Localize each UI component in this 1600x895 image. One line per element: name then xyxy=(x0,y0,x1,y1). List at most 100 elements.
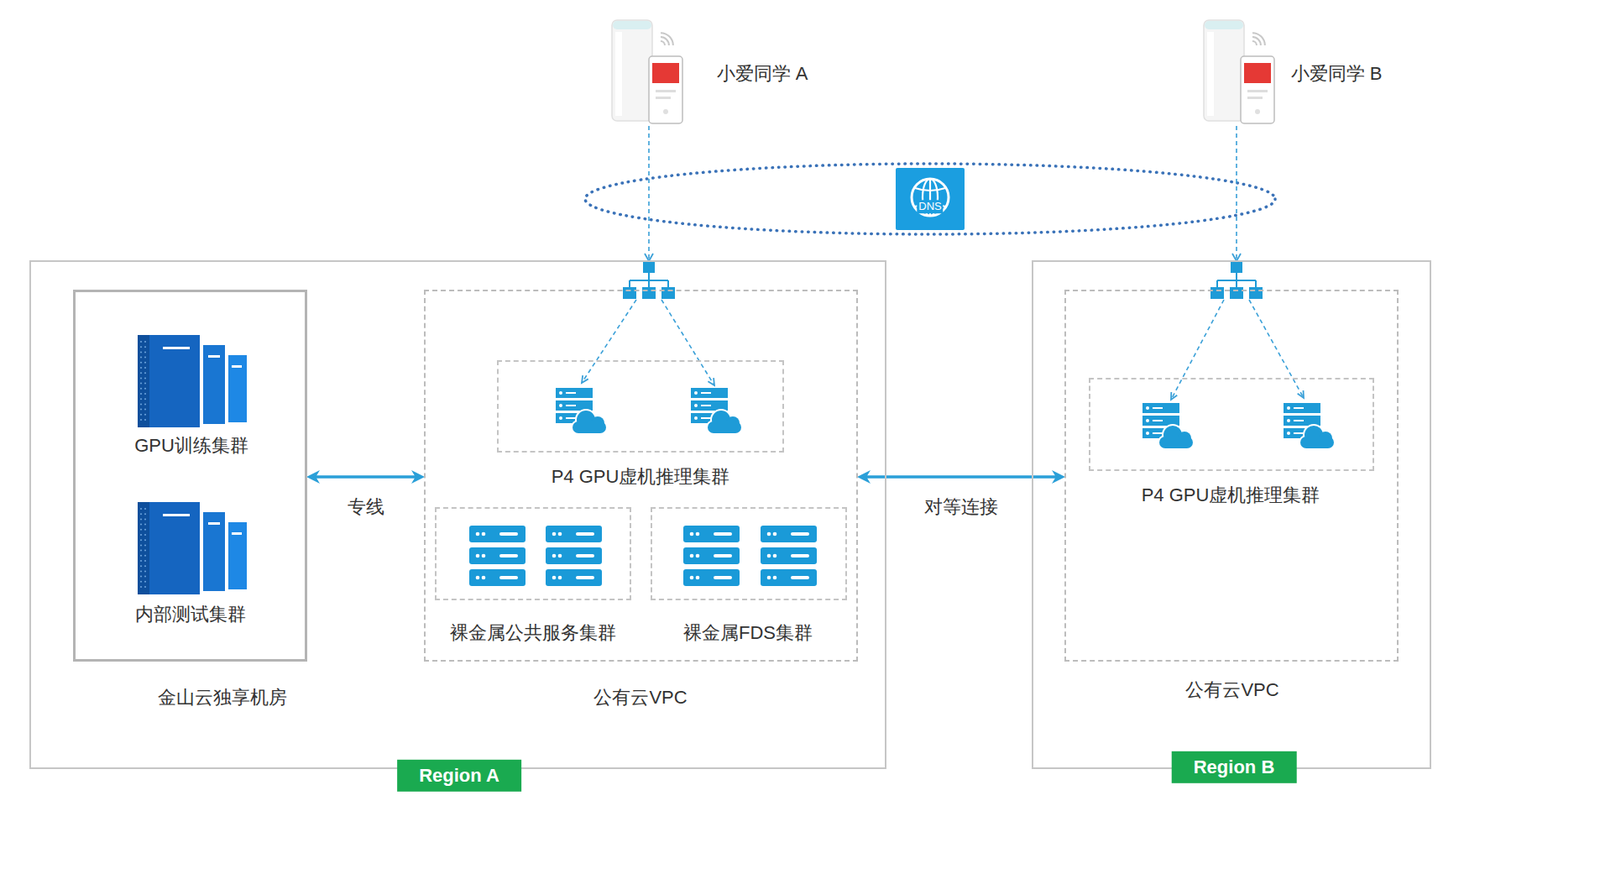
connector-line xyxy=(648,125,650,261)
server-tower-icon xyxy=(137,501,247,595)
server-led xyxy=(694,391,698,395)
vent-dot xyxy=(140,340,142,343)
rack-led xyxy=(481,575,487,581)
phone-icon xyxy=(648,56,683,124)
vent-dot xyxy=(144,350,147,353)
vent-dot xyxy=(144,402,147,405)
server-line xyxy=(1152,407,1163,409)
vent-dot xyxy=(140,559,142,562)
vent-dot xyxy=(144,533,147,536)
rack-unit xyxy=(469,569,526,586)
rack-led xyxy=(558,554,563,559)
arrow-head xyxy=(1297,390,1304,398)
connector-line xyxy=(1235,125,1238,261)
phone-body xyxy=(648,56,683,124)
vent-dot xyxy=(144,507,147,510)
lb-wire xyxy=(628,280,631,288)
vent-dot xyxy=(140,549,142,552)
cluster-box: P4 GPU虚机推理集群 xyxy=(497,360,784,452)
server-led xyxy=(559,391,563,395)
vent-dot xyxy=(140,538,142,541)
rack-unit xyxy=(545,569,602,586)
vpc-box: 公有云VPCP4 GPU虚机推理集群裸金属公共服务集群裸金属FDS集群 xyxy=(424,290,858,661)
rack-led xyxy=(475,575,481,581)
lb-wire xyxy=(1235,272,1238,281)
speaker-body xyxy=(1203,20,1245,121)
cloud-server-icon xyxy=(555,387,608,435)
rack-line xyxy=(499,575,518,580)
vent-dot xyxy=(144,392,147,395)
node-label: 裸金属公共服务集群 xyxy=(449,622,617,644)
vent-dot xyxy=(144,361,147,364)
node-label: 小爱同学 B xyxy=(1291,62,1383,85)
connector-label: 对等连接 xyxy=(920,496,1002,518)
server-led xyxy=(1286,431,1291,435)
vent-dot xyxy=(144,345,147,348)
vent-dot xyxy=(140,382,142,385)
server-line xyxy=(700,404,712,407)
cluster-box: 裸金属公共服务集群 xyxy=(435,507,631,600)
arrow-head xyxy=(1171,392,1177,400)
vent-dot xyxy=(140,533,142,536)
server-led xyxy=(1145,406,1150,410)
rack-led xyxy=(773,554,778,559)
tower-line xyxy=(162,346,190,350)
vent-dot xyxy=(140,408,142,411)
connector-label: 专线 xyxy=(344,496,388,518)
tower-line xyxy=(231,365,242,368)
rack-led xyxy=(767,575,772,581)
rack-line xyxy=(575,575,595,580)
region-tag: Region B xyxy=(1171,751,1297,784)
lb-wire xyxy=(648,272,650,281)
lb-flow-arrow xyxy=(1171,299,1224,400)
connector xyxy=(1232,125,1241,262)
wifi-arc xyxy=(660,40,666,46)
rack-led xyxy=(767,532,772,537)
vent-dot xyxy=(144,569,147,572)
speaker-shine xyxy=(615,31,623,116)
vent-dot xyxy=(140,585,142,588)
rack-line xyxy=(790,575,810,580)
rack-unit xyxy=(545,547,602,565)
tower-mid xyxy=(203,345,225,424)
server-bar xyxy=(1142,402,1180,414)
rack-led xyxy=(695,575,701,581)
rack-unit xyxy=(683,525,740,543)
vent-dot xyxy=(140,397,142,400)
vent-dot xyxy=(140,569,142,572)
rack-led xyxy=(695,554,701,559)
globe-outline xyxy=(911,178,949,216)
server-led xyxy=(1286,406,1291,410)
tower-big xyxy=(137,501,200,595)
vent-dot xyxy=(144,523,147,526)
vent-dot xyxy=(140,554,142,557)
region-tag: Region A xyxy=(397,759,522,792)
vent-dot xyxy=(140,564,142,567)
server-line xyxy=(1293,419,1304,422)
region-box: Region AGPU训练集群内部测试集群金山云独享机房公有云VPCP4 GPU… xyxy=(30,261,886,769)
lb-port xyxy=(1249,287,1263,299)
rack-led xyxy=(475,532,481,537)
vent-dot xyxy=(144,376,147,379)
arrow-head xyxy=(306,470,320,484)
vent-dot xyxy=(144,371,147,374)
rack-unit xyxy=(545,525,602,543)
vent-dot xyxy=(144,413,147,416)
arrow-head xyxy=(857,470,871,484)
vent-dot xyxy=(140,371,142,374)
lb-port xyxy=(1210,287,1224,299)
lb-flow-arrow xyxy=(661,299,715,386)
rack-led xyxy=(690,532,695,537)
vent-dot xyxy=(144,554,147,557)
vent-dot xyxy=(144,356,147,359)
cloud-server-icon xyxy=(1142,402,1195,450)
arrow-head xyxy=(707,377,715,386)
connector xyxy=(306,470,425,484)
lb-port xyxy=(1229,287,1244,299)
vent-dot xyxy=(140,350,142,353)
phone-dot xyxy=(1254,109,1261,115)
rack-unit xyxy=(469,525,526,543)
node-label: 裸金属FDS集群 xyxy=(683,622,813,644)
node-label: 金山云独享机房 xyxy=(157,686,288,709)
